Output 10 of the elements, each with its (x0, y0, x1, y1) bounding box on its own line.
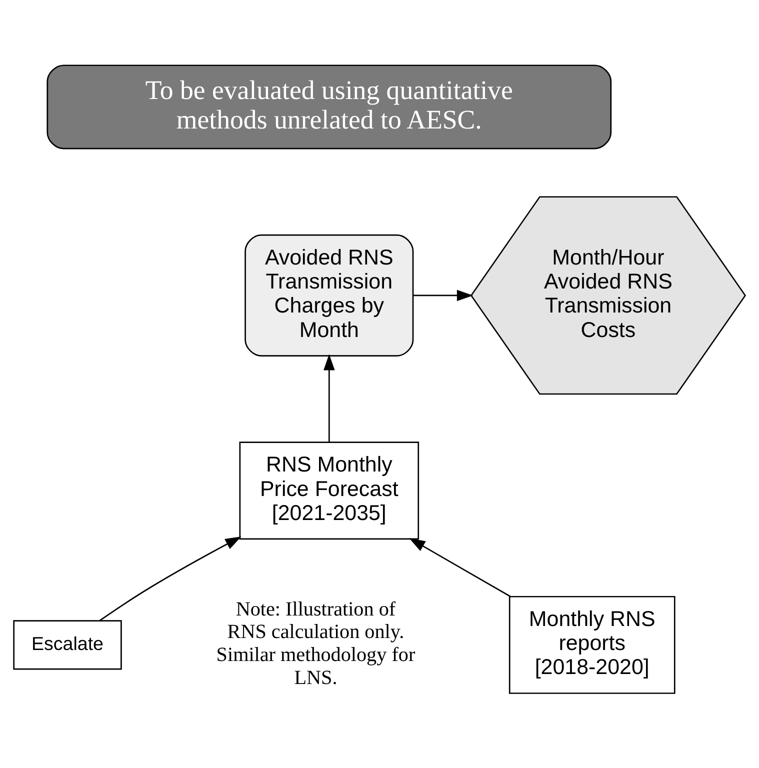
node-box: RNS Monthly Price Forecast [2021-2035] (239, 442, 420, 540)
arrow (413, 290, 474, 302)
arrow (324, 354, 335, 442)
label: Note: Illustration of RNS calculation only. Similar methodology for LNS. (216, 598, 416, 689)
node-box: To be evaluated using quantitative methods unrelated to AESC. (46, 64, 612, 150)
node-box: Monthly RNS reports [2018-2020] (508, 596, 676, 694)
arrow (99, 536, 242, 622)
node-box: Avoided RNS Transmission Charges by Month (244, 234, 414, 356)
arrow (409, 538, 511, 598)
node-box: Escalate (13, 620, 122, 670)
